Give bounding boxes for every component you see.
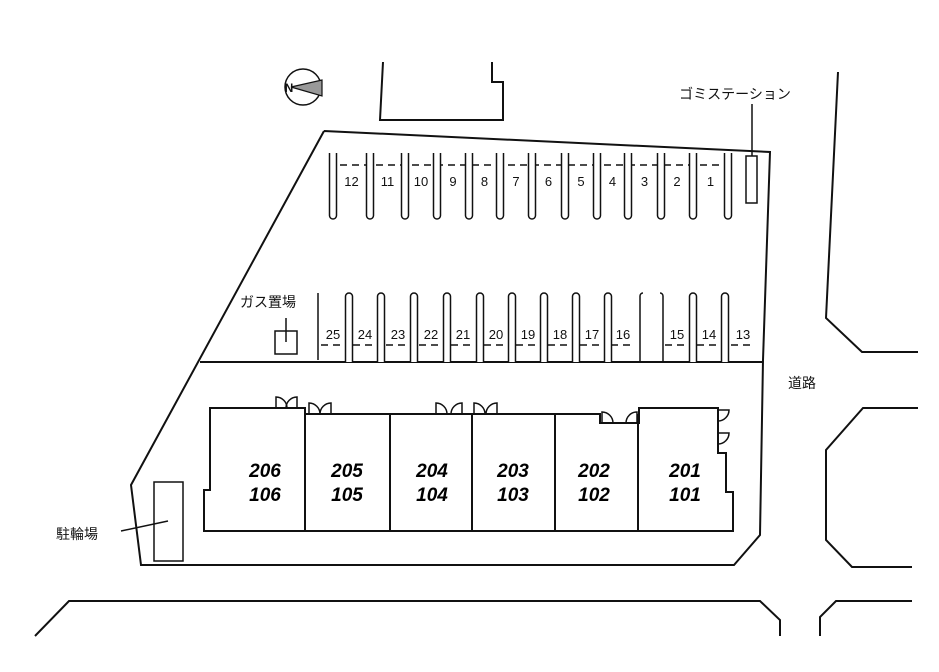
gas-storage-label: ガス置場 — [240, 295, 296, 311]
parking-stall-divider — [656, 153, 666, 220]
parking-space-number: 18 — [553, 327, 567, 342]
door-icon — [435, 402, 448, 415]
parking-stall-divider — [688, 153, 698, 220]
parking-space-number: 14 — [702, 327, 716, 342]
parking-stall-divider — [720, 292, 730, 362]
bicycle-parking-label: 駐輪場 — [56, 526, 98, 543]
parking-stall-divider — [723, 153, 733, 220]
door-icon — [601, 411, 614, 424]
door-icon — [485, 402, 498, 415]
unit-number-upper: 202 — [577, 461, 610, 482]
unit-number-upper: 204 — [415, 461, 448, 482]
door-icon — [625, 411, 638, 424]
door-icon — [717, 409, 730, 422]
compass-north-label: N — [285, 81, 294, 95]
parking-space-number: 20 — [489, 327, 503, 342]
unit-number-lower: 103 — [497, 485, 529, 506]
parking-stall-divider — [659, 292, 664, 362]
parking-stall-divider — [328, 153, 338, 220]
parking-stall-divider — [344, 292, 354, 362]
door-icon — [717, 432, 730, 445]
north-compass-icon: N — [284, 68, 323, 106]
unit-number-upper: 201 — [668, 461, 701, 482]
garbage-station-label: ゴミステーション — [679, 86, 791, 103]
unit-number-lower: 104 — [416, 485, 448, 506]
door-icon — [285, 396, 298, 409]
parking-stall-divider — [365, 153, 375, 220]
parking-stall-divider — [560, 153, 570, 220]
parking-space-number: 3 — [641, 174, 648, 189]
parking-space-number: 9 — [449, 174, 456, 189]
unit-number-lower: 106 — [249, 485, 281, 506]
parking-space-number: 6 — [545, 174, 552, 189]
units: 206 106 205 105 204 104 203 103 202 102 201 101 — [248, 408, 701, 531]
parking-stall-divider — [376, 292, 386, 362]
apartment-building — [203, 407, 734, 532]
site-boundary — [129, 130, 772, 566]
neighbor-building-outline — [378, 61, 504, 121]
bicycle-leader-line — [120, 520, 169, 532]
door-icon — [473, 402, 486, 415]
parking-stall-divider — [688, 292, 698, 362]
parking-stall-divider — [409, 292, 419, 362]
door-icon — [275, 396, 288, 409]
parking-space-number: 4 — [609, 174, 616, 189]
parking-space-number: 19 — [521, 327, 535, 342]
parking-stall-divider — [539, 292, 549, 362]
parking-stall-divider — [507, 292, 517, 362]
unit-number-lower: 105 — [331, 485, 363, 506]
parking-stall-divider — [464, 153, 474, 220]
unit-number-upper: 206 — [248, 461, 281, 482]
parking-space-number: 23 — [391, 327, 405, 342]
parking-space-number: 22 — [424, 327, 438, 342]
parking-stall-divider — [527, 153, 537, 220]
road-edges — [34, 71, 918, 637]
parking-space-number: 2 — [673, 174, 680, 189]
parking-space-number: 24 — [358, 327, 372, 342]
parking-space-number: 16 — [616, 327, 630, 342]
garbage-station-box — [745, 155, 758, 204]
doors — [275, 396, 730, 445]
parking-stall-divider — [592, 153, 602, 220]
parking-stall-divider — [623, 153, 633, 220]
parking-space-number: 8 — [481, 174, 488, 189]
parking-space-number: 5 — [577, 174, 584, 189]
road-label: 道路 — [788, 376, 816, 392]
parking-stall-divider — [400, 153, 410, 220]
door-icon — [319, 402, 332, 415]
parking-stall-divider — [639, 292, 644, 362]
parking-space-number: 11 — [381, 174, 395, 189]
bicycle-parking-box — [153, 481, 184, 562]
door-icon — [308, 402, 321, 415]
parking-stall-divider — [603, 292, 613, 362]
parking-row-bottom: 25 24 23 22 21 20 19 18 17 16 15 14 13 — [321, 292, 755, 362]
parking-stall-divider — [475, 292, 485, 362]
parking-row-top: 12 11 10 9 8 7 6 5 4 3 2 1 — [328, 153, 733, 220]
door-icon — [450, 402, 463, 415]
parking-space-number: 21 — [456, 327, 470, 342]
parking-space-number: 17 — [585, 327, 599, 342]
unit-number-upper: 203 — [496, 461, 529, 482]
parking-stall-divider — [442, 292, 452, 362]
parking-stall-divider — [571, 292, 581, 362]
parking-space-number: 1 — [707, 174, 714, 189]
parking-space-number: 15 — [670, 327, 684, 342]
unit-number-lower: 102 — [578, 485, 610, 506]
unit-number-lower: 101 — [669, 485, 701, 506]
parking-space-number: 10 — [414, 174, 428, 189]
unit-number-upper: 205 — [330, 461, 363, 482]
parking-space-number: 7 — [512, 174, 519, 189]
parking-space-number: 12 — [344, 174, 358, 189]
parking-space-number: 13 — [736, 327, 750, 342]
parking-space-number: 25 — [326, 327, 340, 342]
parking-stall-divider — [432, 153, 442, 220]
parking-stall-divider — [495, 153, 505, 220]
